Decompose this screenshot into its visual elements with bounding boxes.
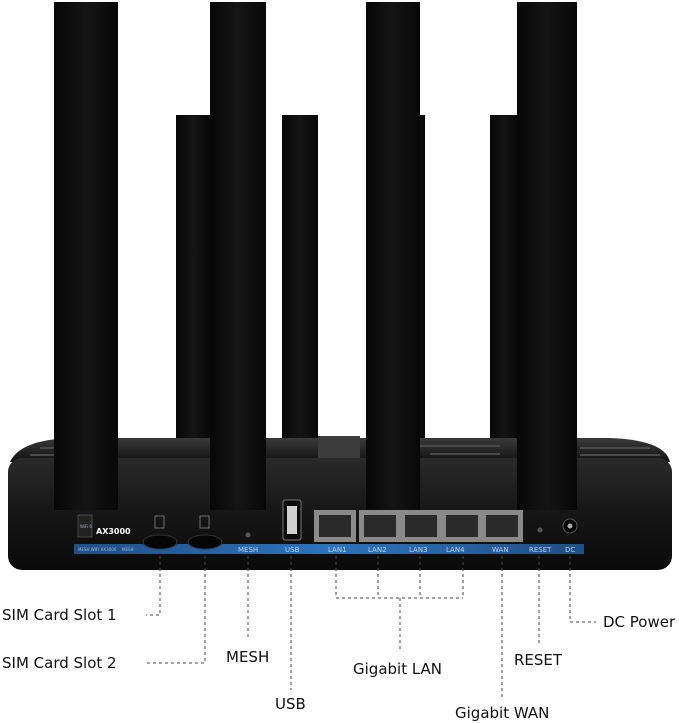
wan-port[interactable] — [481, 510, 523, 542]
strip-small-text-2: MESH — [122, 547, 134, 552]
port-label-mesh: MESH — [238, 546, 258, 554]
port-label-lan3: LAN3 — [409, 546, 428, 554]
strip-small-text: MESH WIFI AX3000 — [78, 547, 117, 552]
port-label-usb: USB — [285, 546, 300, 554]
port-label-lan4: LAN4 — [446, 546, 465, 554]
top-bracket — [318, 436, 360, 458]
antenna-front-1 — [54, 2, 118, 510]
callout-reset: RESET — [514, 651, 563, 669]
callout-sim-slot-2: SIM Card Slot 2 — [2, 654, 117, 672]
lan-port-4[interactable] — [441, 510, 483, 542]
callout-gigabit-lan: Gigabit LAN — [353, 660, 443, 678]
svg-text:WiFi 6: WiFi 6 — [80, 524, 92, 529]
model-badge-text: AX3000 — [96, 527, 131, 536]
port-label-strip — [74, 544, 584, 554]
mesh-button[interactable] — [245, 532, 251, 538]
wifi-badge: WiFi 6 — [77, 514, 92, 538]
antenna-back-2 — [282, 115, 318, 460]
sim-slot-1[interactable] — [142, 515, 178, 550]
callout-mesh: MESH — [226, 648, 270, 666]
callout-usb: USB — [275, 695, 306, 713]
leader-lines — [146, 556, 596, 700]
antenna-back-1 — [176, 115, 211, 460]
dc-power-jack[interactable] — [562, 518, 578, 534]
sim-slot-2[interactable] — [187, 515, 223, 550]
antenna-front-3 — [366, 2, 420, 510]
callout-sim-slot-1: SIM Card Slot 1 — [2, 606, 117, 624]
antenna-front-2 — [210, 2, 266, 510]
port-label-wan: WAN — [492, 546, 509, 554]
port-label-lan2: LAN2 — [368, 546, 387, 554]
antenna-back-4 — [490, 115, 518, 460]
lan-port-3[interactable] — [400, 510, 442, 542]
lan-port-1[interactable] — [314, 510, 356, 542]
lan-port-2[interactable] — [359, 510, 401, 542]
port-label-lan1: LAN1 — [328, 546, 347, 554]
callout-gigabit-wan: Gigabit WAN — [455, 704, 550, 722]
antenna-front-4 — [517, 2, 577, 510]
reset-button[interactable] — [537, 527, 543, 533]
port-label-reset: RESET — [529, 546, 552, 554]
callout-dc-power: DC Power — [603, 613, 676, 631]
usb-port[interactable] — [282, 499, 302, 541]
port-label-dc: DC — [565, 546, 575, 554]
